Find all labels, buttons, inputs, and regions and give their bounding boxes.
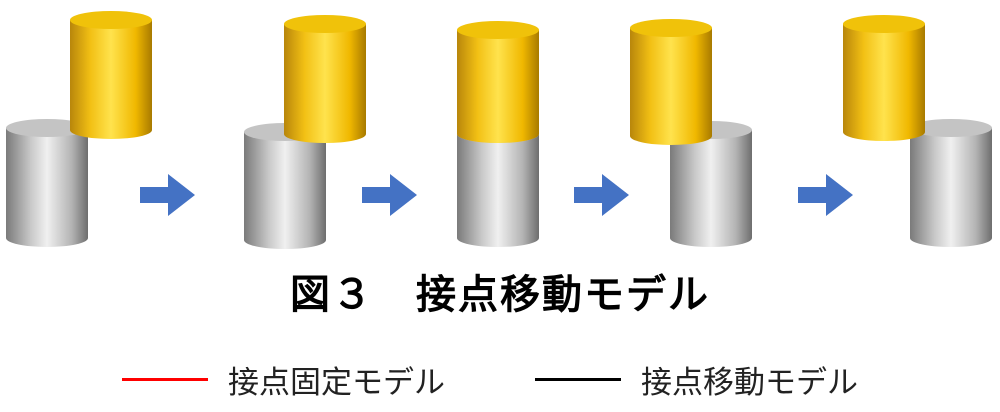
contact-movement-diagram: [6, 11, 992, 249]
legend-label-moving: 接点移動モデル: [641, 364, 858, 401]
gold-cylinder: [457, 21, 539, 143]
gold-cylinder: [630, 19, 712, 145]
arrow-1: [140, 174, 195, 216]
arrow-4: [798, 174, 853, 216]
arrow-3: [574, 174, 629, 216]
legend-line-red: [122, 377, 208, 381]
legend-line-black: [535, 377, 621, 381]
stage-5: [843, 15, 992, 247]
gold-cylinder: [843, 15, 925, 141]
legend-item-fixed: 接点固定モデル: [122, 354, 445, 404]
gray-cylinder: [910, 119, 992, 247]
gold-cylinder: [284, 15, 366, 143]
gold-cylinder: [70, 11, 152, 139]
gray-cylinder: [6, 119, 88, 247]
stage-4: [630, 19, 752, 247]
stage-1: [6, 11, 152, 247]
gray-cylinder: [457, 125, 539, 247]
legend: 接点固定モデル 接点移動モデル: [0, 354, 1000, 404]
stage-2: [244, 15, 366, 249]
figure-caption: 図３ 接点移動モデル: [290, 272, 710, 318]
legend-item-moving: 接点移動モデル: [535, 354, 858, 404]
stage-3: [457, 21, 539, 247]
arrow-2: [362, 174, 417, 216]
legend-label-fixed: 接点固定モデル: [228, 364, 445, 401]
